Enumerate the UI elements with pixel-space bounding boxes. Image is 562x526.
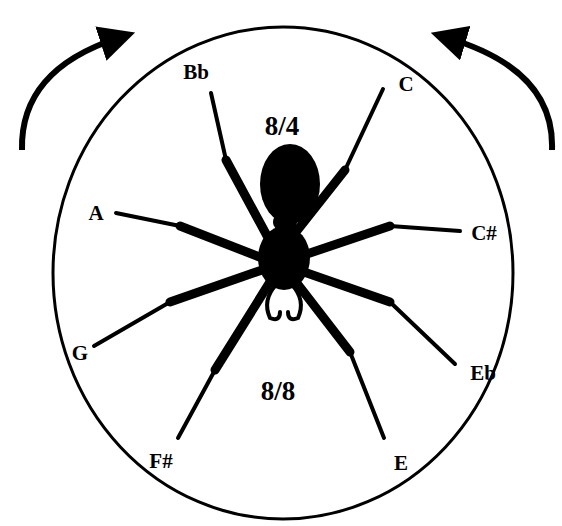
- rotation-arrow: [22, 38, 118, 150]
- spider-pedipalps: [267, 285, 301, 319]
- circle-outline: [51, 25, 515, 521]
- note-name: C: [398, 74, 413, 95]
- note-name: G: [72, 343, 88, 364]
- time-signature: 8/8: [261, 378, 296, 405]
- note-name: E: [394, 453, 408, 474]
- circle-region: 8/4 8/8: [51, 25, 515, 521]
- rotation-arrow: [448, 38, 552, 150]
- note-name: Eb: [470, 363, 496, 384]
- note-name: C#: [471, 223, 497, 244]
- time-signature: 8/4: [265, 113, 300, 140]
- note-name: F#: [149, 451, 172, 472]
- spider-body: [258, 144, 320, 290]
- note-name: A: [88, 203, 103, 224]
- spider-legs: [94, 89, 460, 438]
- note-name: Bb: [183, 62, 209, 83]
- circle-outline: [53, 27, 513, 519]
